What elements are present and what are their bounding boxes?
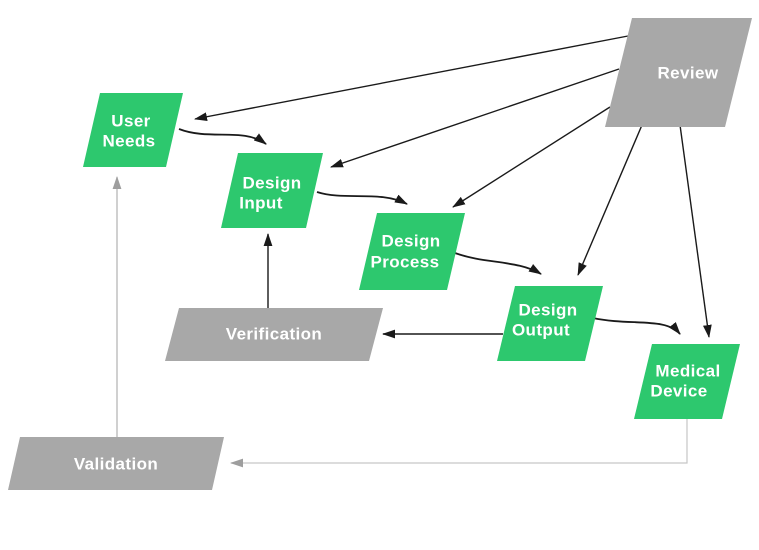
node-validation-shape — [8, 437, 224, 490]
node-medical-device: Medical Device — [634, 344, 740, 419]
node-review: Review — [605, 18, 752, 127]
node-validation-label: Validation — [74, 455, 158, 474]
node-medical-device-label-line1: Medical — [655, 362, 720, 381]
node-medical-device-label-line2: Device — [650, 382, 707, 401]
node-user-needs-label-line2: Needs — [102, 132, 155, 151]
node-design-output-label-line2: Output — [512, 321, 570, 340]
edges-layer — [112, 35, 712, 468]
arrow-medical-device-to-validation — [230, 419, 688, 468]
arrow-user-needs-to-design-input — [178, 128, 267, 145]
node-design-process: Design Process — [359, 213, 465, 290]
node-design-input-shape — [221, 153, 323, 228]
arrow-review-to-design-input — [330, 68, 620, 168]
node-user-needs-label-line1: User — [111, 112, 150, 131]
node-design-input-label-line2: Input — [239, 194, 283, 213]
node-medical-device-shape — [634, 344, 740, 419]
arrow-design-input-to-design-process — [316, 191, 408, 205]
node-design-output-shape — [497, 286, 603, 361]
node-verification: Verification — [165, 308, 383, 361]
node-review-label: Review — [658, 64, 719, 83]
arrow-review-to-design-process — [452, 106, 611, 208]
node-verification-shape — [165, 308, 383, 361]
node-design-output-label-line1: Design — [518, 301, 577, 320]
node-design-process-shape — [359, 213, 465, 290]
arrow-design-output-to-medical-device — [592, 317, 681, 335]
node-design-input: Design Input — [221, 153, 323, 228]
node-review-shape — [605, 18, 752, 127]
node-validation: Validation — [8, 437, 224, 490]
node-design-input-label-line1: Design — [242, 174, 301, 193]
node-verification-label: Verification — [226, 325, 322, 344]
node-design-output: Design Output — [497, 286, 603, 361]
arrow-review-to-medical-device — [679, 124, 712, 338]
nodes-layer: Review User Needs Design Input Design Pr… — [8, 18, 752, 490]
arrow-review-to-design-output — [577, 124, 643, 276]
arrow-design-process-to-design-output — [454, 252, 542, 275]
node-user-needs-shape — [83, 93, 183, 167]
arrow-review-to-user-needs — [194, 35, 629, 122]
node-design-process-label-line2: Process — [371, 253, 440, 272]
node-user-needs: User Needs — [83, 93, 183, 167]
node-design-process-label-line1: Design — [381, 232, 440, 251]
